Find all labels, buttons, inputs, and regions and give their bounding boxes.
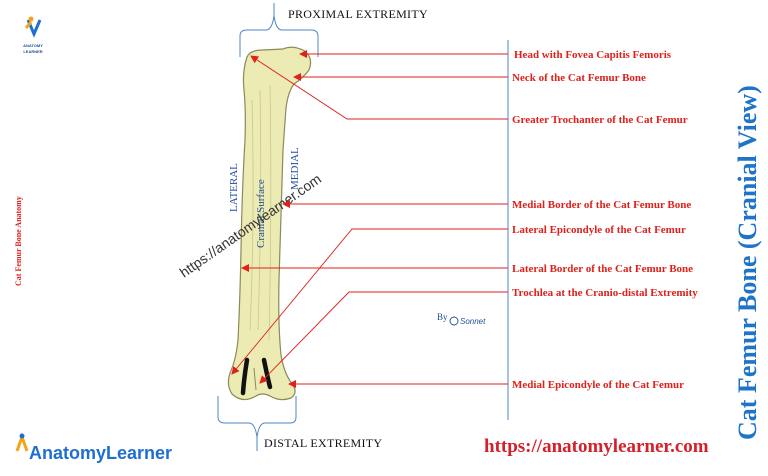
lateral-label: LATERAL: [228, 163, 240, 212]
credit-by: By: [437, 312, 448, 322]
side-caption: Cat Femur Bone Anatomy: [14, 196, 23, 286]
distal-brace: [217, 396, 297, 451]
small-logo-icon: ANATOMY LEARNER: [23, 16, 43, 54]
brand-logo-text: AnatomyLearner: [29, 443, 172, 463]
brand-logo: AnatomyLearner: [15, 432, 172, 463]
femur-bone: [227, 46, 312, 401]
proximal-brace: [239, 3, 319, 57]
label-trochlea: Trochlea at the Cranio-distal Extremity: [512, 287, 698, 299]
leader-greater-trochanter: [250, 55, 508, 120]
leader-lateral-epicondyle: [231, 228, 508, 375]
small-logo-text-bottom: LEARNER: [23, 49, 42, 54]
diagram-title: Cat Femur Bone (Cranial View): [733, 85, 762, 440]
leader-lines: [231, 50, 508, 388]
credit-author: Sonnet: [460, 317, 486, 326]
brand-logo-icon: [15, 432, 29, 452]
label-medial-epicondyle: Medial Epicondyle of the Cat Femur: [512, 379, 684, 391]
label-medial-border: Medial Border of the Cat Femur Bone: [512, 199, 691, 211]
medial-label: MEDIAL: [289, 147, 301, 190]
distal-extremity-label: DISTAL EXTREMITY: [264, 436, 382, 450]
site-url[interactable]: https://anatomylearner.com: [484, 436, 709, 457]
small-logo-text-top: ANATOMY: [23, 43, 43, 48]
label-head: Head with Fovea Capitis Femoris: [514, 49, 672, 61]
label-neck: Neck of the Cat Femur Bone: [512, 72, 646, 84]
credit: By Sonnet: [437, 312, 486, 326]
leader-trochlea: [259, 291, 508, 384]
label-lateral-epicondyle: Lateral Epicondyle of the Cat Femur: [512, 224, 686, 236]
label-lateral-border: Lateral Border of the Cat Femur Bone: [512, 263, 693, 275]
proximal-extremity-label: PROXIMAL EXTREMITY: [288, 7, 428, 21]
cranial-surface-label: Cranial Surface: [255, 179, 267, 248]
label-greater-trochanter: Greater Trochanter of the Cat Femur: [512, 114, 688, 126]
credit-logo-icon: [449, 316, 459, 326]
